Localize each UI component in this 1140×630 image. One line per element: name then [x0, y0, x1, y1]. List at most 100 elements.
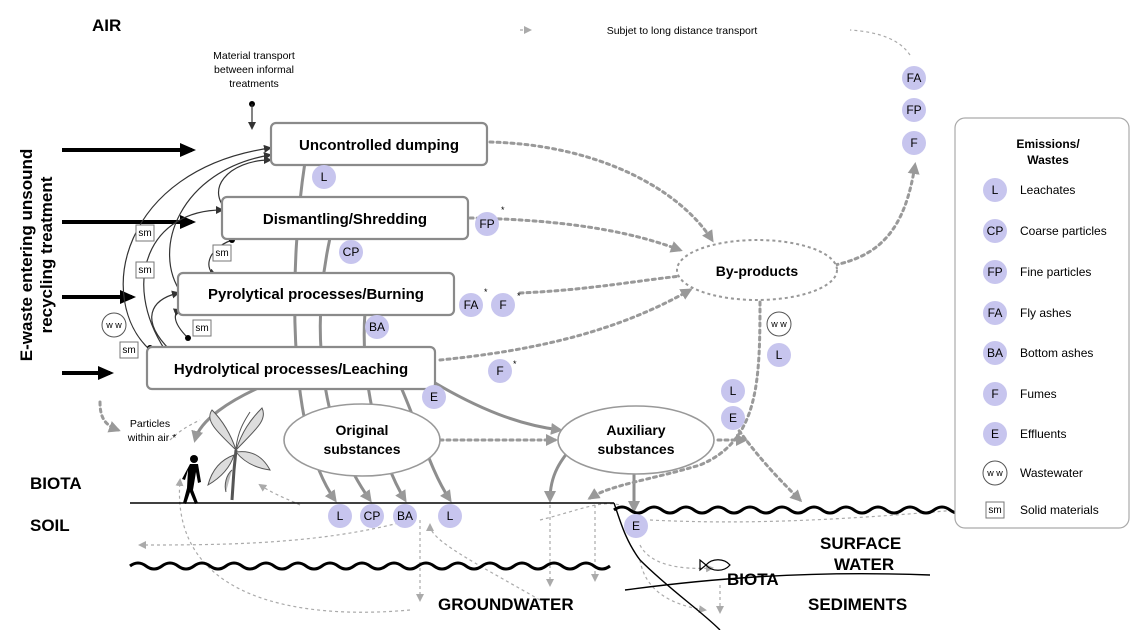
badge-ba: BA: [393, 504, 417, 528]
side-label-line2: recycling treatment: [37, 176, 56, 333]
region-biota-land: BIOTA: [30, 474, 82, 493]
svg-text:BA: BA: [369, 320, 385, 334]
legend-item: L Leachates: [983, 178, 1075, 202]
svg-text:FP: FP: [479, 217, 494, 231]
svg-text:E: E: [729, 411, 737, 425]
svg-text:L: L: [730, 384, 737, 398]
process-pyrolytical-burning: Pyrolytical processes/Burning: [176, 271, 456, 317]
emission-badges: L CP FP* FA* F* BA F* E FA FP F w w L L …: [101, 66, 926, 538]
auxiliary-line1: Auxiliary: [606, 422, 665, 438]
banana-tree-icon: [207, 407, 271, 501]
svg-text:*: *: [513, 359, 517, 369]
node-by-products: By-products: [676, 239, 838, 301]
badge-fp: FP: [902, 98, 926, 122]
legend-title-line1: Emissions/: [1016, 137, 1080, 151]
process-label: Hydrolytical processes/Leaching: [174, 361, 408, 378]
region-groundwater: GROUNDWATER: [438, 595, 574, 614]
material-transport-note: Material transport between informal trea…: [213, 50, 295, 130]
svg-text:L: L: [447, 509, 454, 523]
svg-text:Leachates: Leachates: [1020, 183, 1075, 197]
svg-text:F: F: [991, 387, 998, 401]
solid-material-markers: sm sm sm sm sm: [119, 224, 232, 359]
sm-square: sm: [135, 261, 155, 279]
process-label: Uncontrolled dumping: [299, 137, 459, 154]
material-transport-line1: Material transport: [213, 50, 295, 62]
svg-text:Fly ashes: Fly ashes: [1020, 306, 1071, 320]
svg-text:FA: FA: [907, 71, 922, 85]
legend-title-line2: Wastes: [1027, 153, 1069, 167]
svg-text:Fine particles: Fine particles: [1020, 265, 1091, 279]
svg-text:w w: w w: [770, 319, 787, 329]
region-surface-water-line2: WATER: [834, 555, 894, 574]
badge-e: E: [624, 514, 648, 538]
svg-text:*: *: [517, 291, 521, 301]
svg-text:F: F: [499, 298, 506, 312]
badge-f: F*: [488, 359, 517, 383]
particles-line1: Particles: [130, 418, 170, 430]
material-transport-line3: treatments: [229, 78, 279, 90]
svg-text:E: E: [430, 390, 438, 404]
svg-text:FP: FP: [987, 265, 1002, 279]
badge-e: E: [721, 406, 745, 430]
svg-text:sm: sm: [138, 265, 151, 276]
dotted-flows: [98, 26, 920, 503]
svg-text:w w: w w: [986, 468, 1003, 478]
particles-line2: within air *: [127, 432, 176, 444]
svg-text:E: E: [632, 519, 640, 533]
svg-text:L: L: [992, 183, 999, 197]
svg-text:sm: sm: [215, 248, 228, 259]
badge-fa: FA: [902, 66, 926, 90]
badge-cp: CP: [360, 504, 384, 528]
svg-text:sm: sm: [122, 345, 135, 356]
badge-cp: CP: [339, 240, 363, 264]
original-line2: substances: [323, 441, 400, 457]
by-products-label: By-products: [716, 263, 799, 279]
fish-icon: [699, 558, 731, 572]
svg-text:F: F: [910, 136, 917, 150]
badge-l: L: [721, 379, 745, 403]
svg-text:sm: sm: [195, 323, 208, 334]
svg-text:BA: BA: [987, 346, 1003, 360]
badge-fa: FA*: [459, 287, 488, 317]
region-sediments: SEDIMENTS: [808, 595, 907, 614]
badge-e: E: [422, 385, 446, 409]
legend-item: FP Fine particles: [983, 260, 1091, 284]
badge-ww: w w: [101, 312, 127, 338]
badge-f: F: [902, 131, 926, 155]
legend-item: FA Fly ashes: [983, 301, 1071, 325]
sm-square: sm: [192, 319, 212, 337]
process-hydrolytical-leaching: Hydrolytical processes/Leaching: [145, 345, 437, 391]
badge-l: L: [328, 504, 352, 528]
svg-text:sm: sm: [138, 228, 151, 239]
legend-item: E Effluents: [983, 422, 1066, 446]
badge-ww: w w: [766, 311, 792, 337]
svg-text:BA: BA: [397, 509, 413, 523]
region-soil: SOIL: [30, 516, 70, 535]
process-label: Pyrolytical processes/Burning: [208, 286, 424, 303]
svg-text:E: E: [991, 427, 999, 441]
sm-square: sm: [212, 244, 232, 262]
process-uncontrolled-dumping: Uncontrolled dumping: [269, 121, 489, 167]
svg-text:Bottom ashes: Bottom ashes: [1020, 346, 1093, 360]
svg-text:L: L: [337, 509, 344, 523]
svg-text:sm: sm: [988, 505, 1001, 516]
svg-text:FA: FA: [988, 306, 1003, 320]
svg-text:FA: FA: [464, 298, 479, 312]
badge-l: L: [438, 504, 462, 528]
svg-text:CP: CP: [364, 509, 381, 523]
auxiliary-line2: substances: [597, 441, 674, 457]
badge-l: L: [312, 165, 336, 189]
process-label: Dismantling/Shredding: [263, 211, 427, 228]
region-surface-water-line1: SURFACE: [820, 534, 901, 553]
person-icon: [182, 455, 201, 504]
process-dismantling-shredding: Dismantling/Shredding: [220, 195, 470, 241]
svg-text:L: L: [321, 170, 328, 184]
svg-text:Effluents: Effluents: [1020, 427, 1066, 441]
particles-note: Particles within air *: [127, 418, 176, 444]
input-arrows: [62, 143, 196, 380]
